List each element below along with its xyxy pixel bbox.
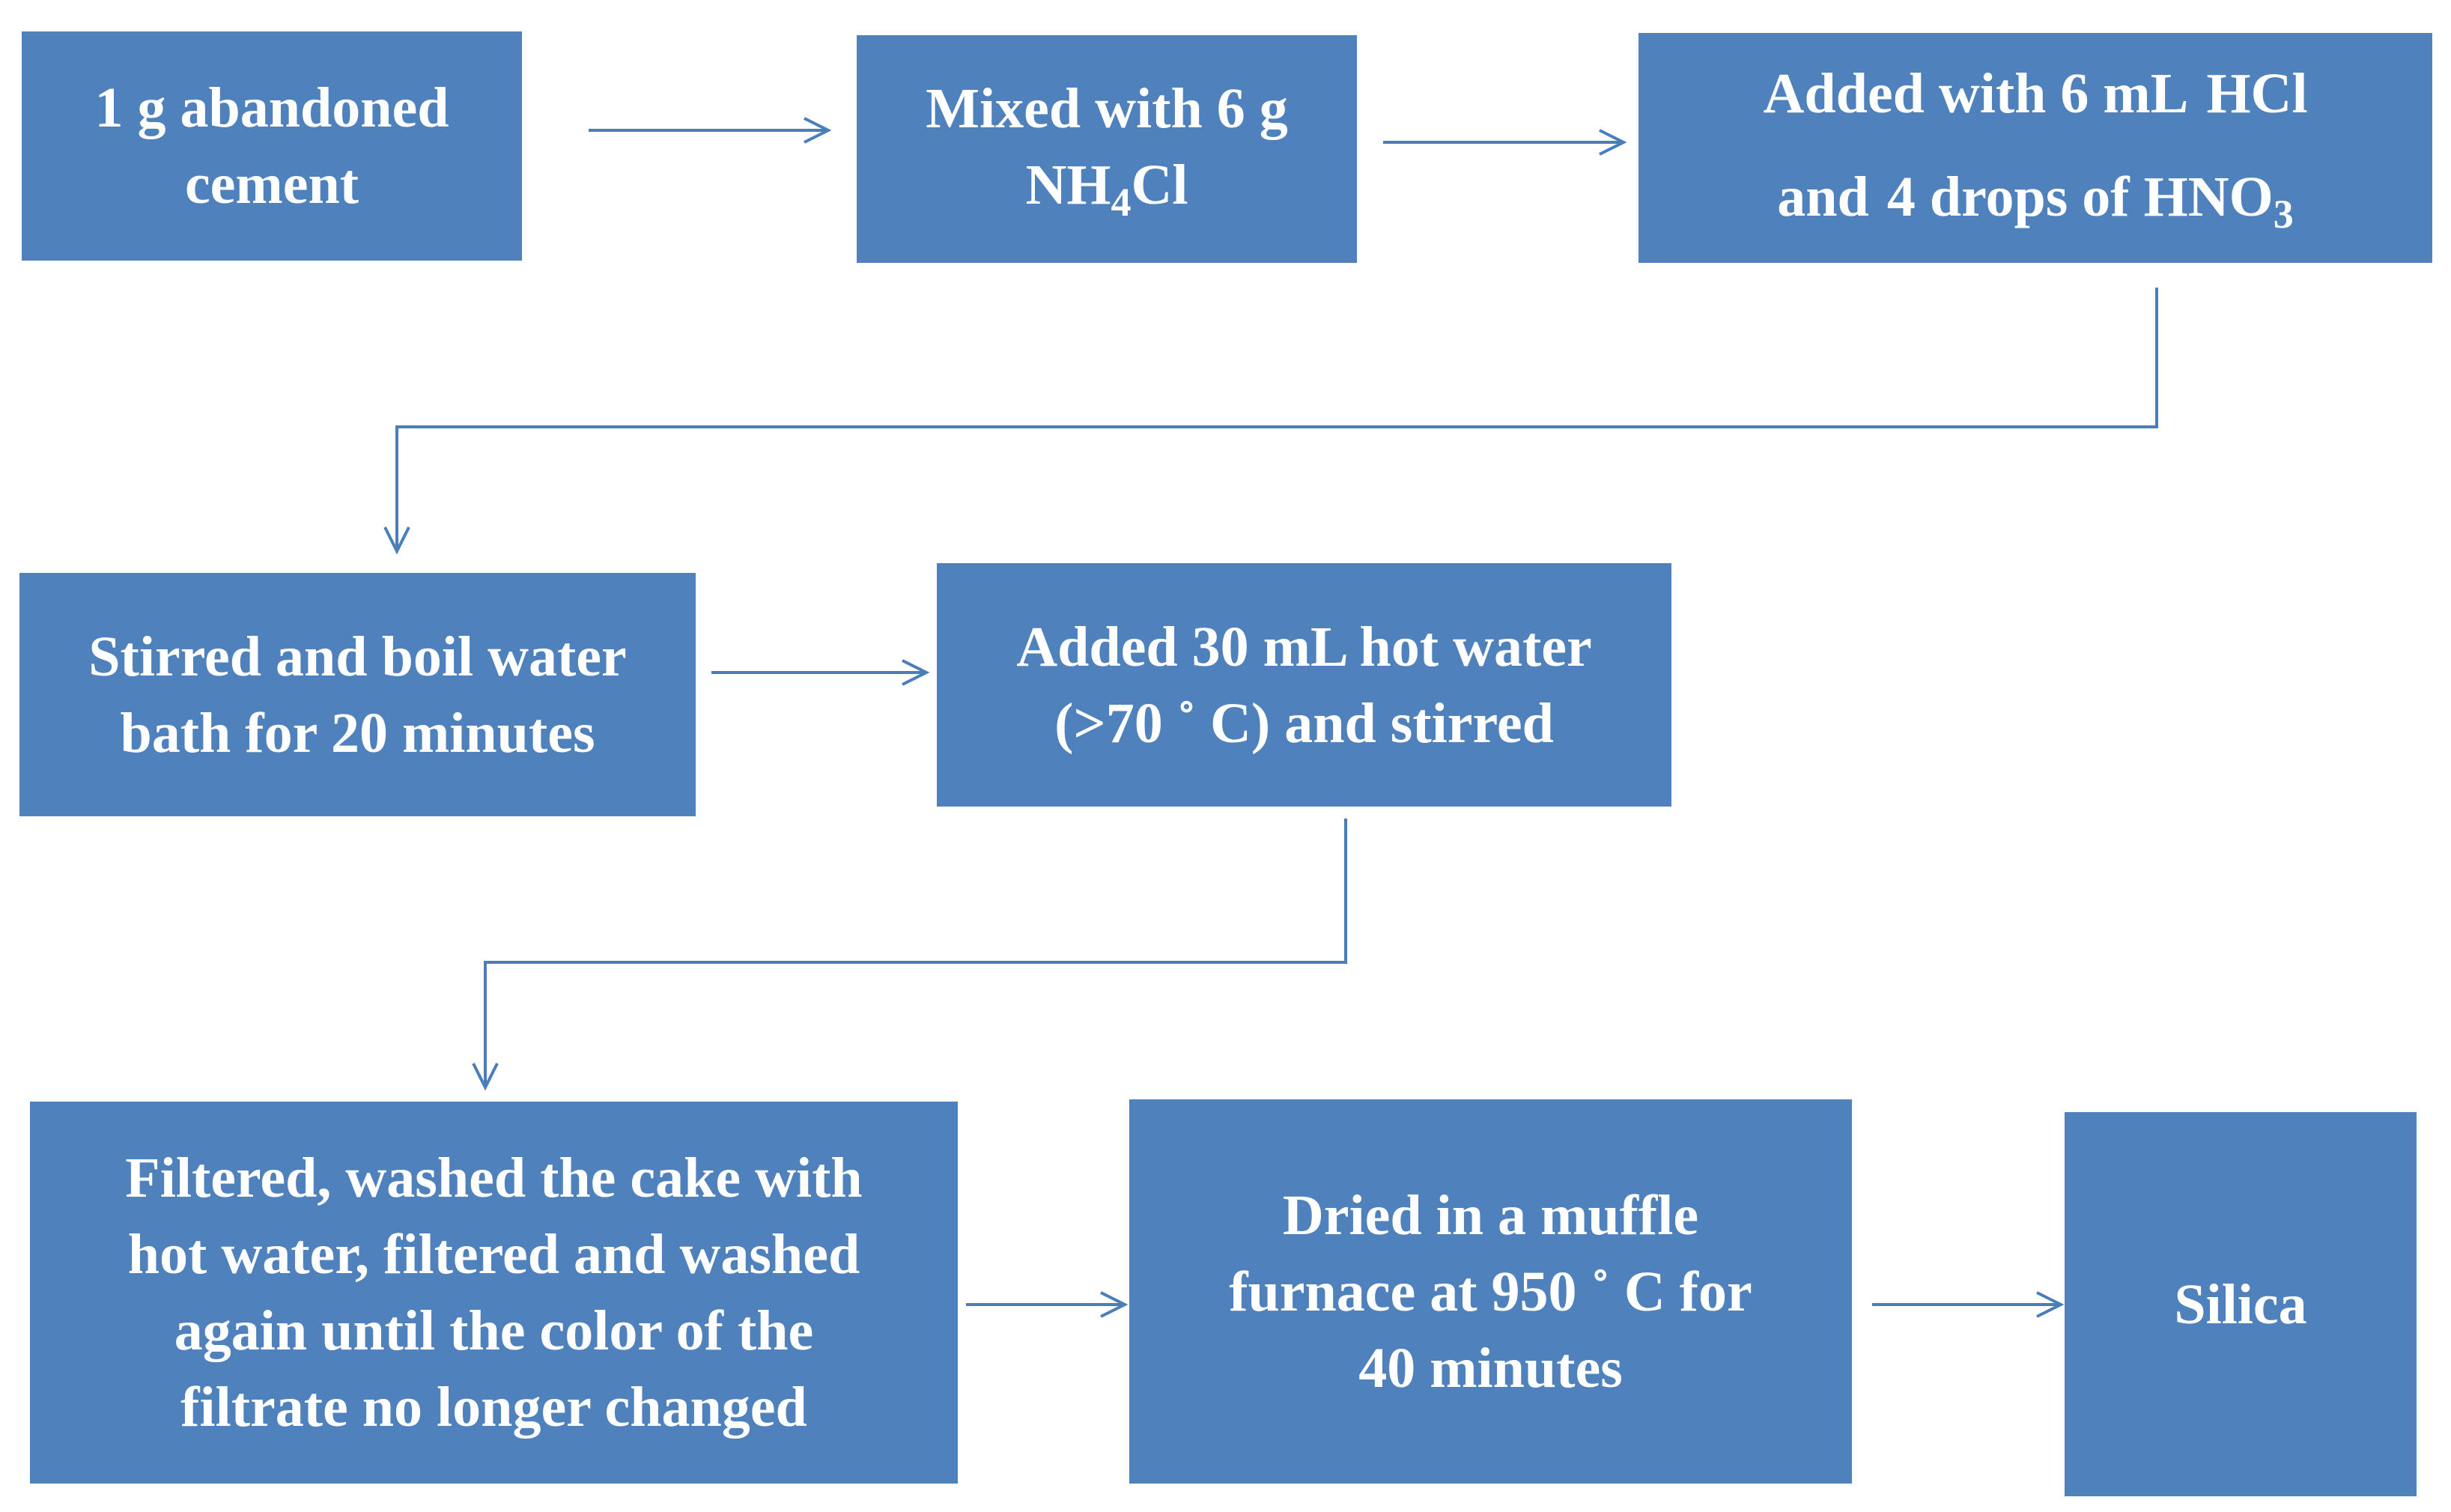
step-6-text: Filtered, washed the cake with hot water… [125, 1140, 862, 1445]
formula-hno: 4 drops of HNO [1886, 166, 2274, 228]
step-2-text: Mixed with 6 g NH4Cl [926, 70, 1287, 228]
step-3-line-2-a: and [1777, 166, 1869, 228]
step-8-box: Silica [2065, 1112, 2417, 1496]
step-5-line-1: Added 30 mL hot water [1016, 615, 1592, 678]
step-4-line-1: Stirred and boil water [88, 625, 627, 688]
subscript-3: 3 [2273, 192, 2294, 237]
step-4-text: Stirred and boil water bath for 20 minut… [88, 619, 626, 771]
step-2-box: Mixed with 6 g NH4Cl [857, 35, 1357, 263]
step-3-line-1: Added with 6 mL HCl [1763, 42, 2307, 145]
subscript-4: 4 [1111, 179, 1132, 225]
formula-hcl: HCl [2206, 62, 2308, 125]
step-4-box: Stirred and boil water bath for 20 minut… [19, 573, 696, 816]
step-1-box: 1 g abandoned cement [22, 31, 522, 261]
arrow-step5-to-step6 [472, 819, 1347, 1091]
step-7-box: Dried in a muffle furnace at 950 ˚ C for… [1129, 1099, 1852, 1484]
step-7-line-3: 40 minutes [1358, 1336, 1623, 1400]
step-6-line-2: hot water, filtered and washed [127, 1223, 860, 1286]
step-1-line-1: 1 g abandoned [94, 76, 449, 139]
step-3-line-2: and 4 drops of HNO3 [1763, 145, 2307, 254]
step-1-text: 1 g abandoned cement [94, 70, 449, 222]
step-2-line-1: Mixed with 6 g [926, 76, 1288, 140]
arrow-step3-to-step4 [383, 288, 2158, 555]
step-5-box: Added 30 mL hot water (>70 ˚ C) and stir… [937, 563, 1671, 807]
formula-cl: Cl [1131, 153, 1188, 216]
step-6-line-3: again until the color of the [174, 1299, 814, 1362]
step-5-text: Added 30 mL hot water (>70 ˚ C) and stir… [1016, 609, 1591, 762]
step-6-box: Filtered, washed the cake with hot water… [30, 1102, 958, 1484]
step-3-text: Added with 6 mL HCl and 4 drops of HNO3 [1763, 42, 2307, 254]
step-1-line-2: cement [184, 153, 359, 216]
step-6-line-1: Filtered, washed the cake with [125, 1147, 863, 1209]
step-7-line-2: furnace at 950 ˚ C for [1229, 1260, 1752, 1323]
step-2-line-2: NH4Cl [926, 147, 1287, 228]
step-7-line-1: Dried in a muffle [1282, 1183, 1699, 1247]
step-8-line-1: Silica [2174, 1272, 2307, 1336]
step-3-line-1-a: Added with 6 mL [1763, 62, 2189, 125]
step-5-line-2: (>70 ˚ C) and stirred [1054, 691, 1554, 755]
step-7-text: Dried in a muffle furnace at 950 ˚ C for… [1229, 1177, 1752, 1406]
step-3-box: Added with 6 mL HCl and 4 drops of HNO3 [1638, 33, 2432, 263]
step-4-line-2: bath for 20 minutes [120, 701, 595, 765]
step-8-text: Silica [2174, 1266, 2306, 1343]
formula-nh: NH [1025, 153, 1111, 216]
step-6-line-4: filtrate no longer changed [180, 1376, 807, 1439]
